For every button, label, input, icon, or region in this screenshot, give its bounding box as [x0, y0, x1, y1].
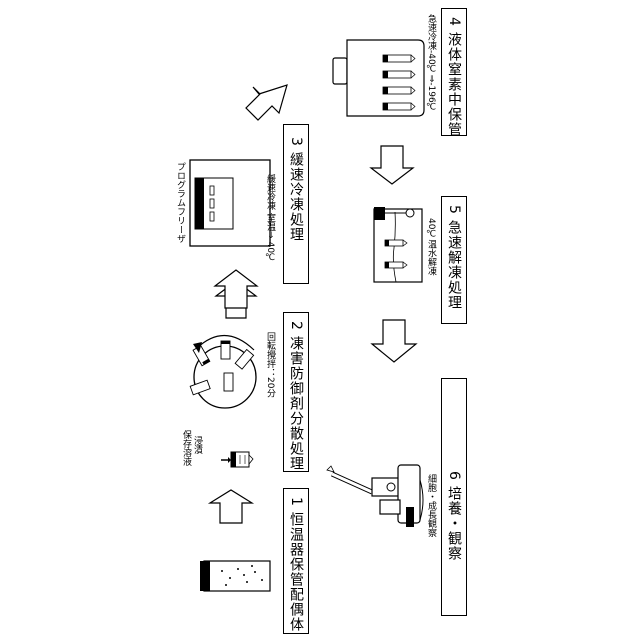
rotation-note: 回転攪拌：20分 — [265, 332, 274, 397]
step-6-box: 6 培養・観察 — [441, 378, 467, 616]
slow-freeze-note: 緩速冷凍 室温⇒-40℃ — [265, 174, 274, 263]
program-freezer-icon — [190, 160, 270, 246]
immersion-annotation: 浸漬 — [192, 436, 201, 454]
step-4-label: 4 液体窒素中保管 — [447, 17, 461, 137]
arrow-up-icon — [215, 270, 257, 308]
step-6-label: 6 培養・観察 — [447, 471, 461, 561]
rapid-freeze-note: 急速冷凍-40℃⇒-196℃ — [426, 14, 435, 113]
step-5-box: 5 急速解凍処理 — [441, 196, 467, 324]
arrow-up-icon — [210, 490, 252, 523]
arrow-down-icon — [371, 146, 413, 184]
water-bath-icon — [374, 207, 422, 282]
step-2-box: 2 凍害防御剤分散処理 — [283, 312, 309, 472]
thaw-note: 40℃温水解凍 — [426, 218, 435, 275]
arrow-diagonal-icon — [246, 85, 287, 120]
arrow-down-icon — [372, 320, 416, 362]
step-2-label: 2 凍害防御剤分散処理 — [289, 321, 303, 471]
freezer-device-label: プログラムフリーザ — [175, 162, 184, 243]
step-3-label: 3 緩速冷凍処理 — [289, 137, 303, 242]
rotation-drum-icon — [190, 335, 256, 408]
step-1-label: 1 恒温器保管配偶体 — [289, 497, 303, 632]
step-1-box: 1 恒温器保管配偶体 — [283, 488, 309, 634]
solution-annotation: 保存溶液 — [181, 430, 190, 466]
liquid-nitrogen-dewar-icon — [333, 40, 424, 116]
microscope-icon — [327, 465, 423, 527]
culture-vial-icon — [200, 561, 270, 591]
observation-note: 細胞・成長観察 — [426, 474, 435, 537]
soak-tube-icon — [221, 452, 253, 467]
step-4-box: 4 液体窒素中保管 — [441, 8, 467, 136]
step-3-box: 3 緩速冷凍処理 — [283, 124, 309, 284]
step-5-label: 5 急速解凍処理 — [447, 205, 461, 310]
